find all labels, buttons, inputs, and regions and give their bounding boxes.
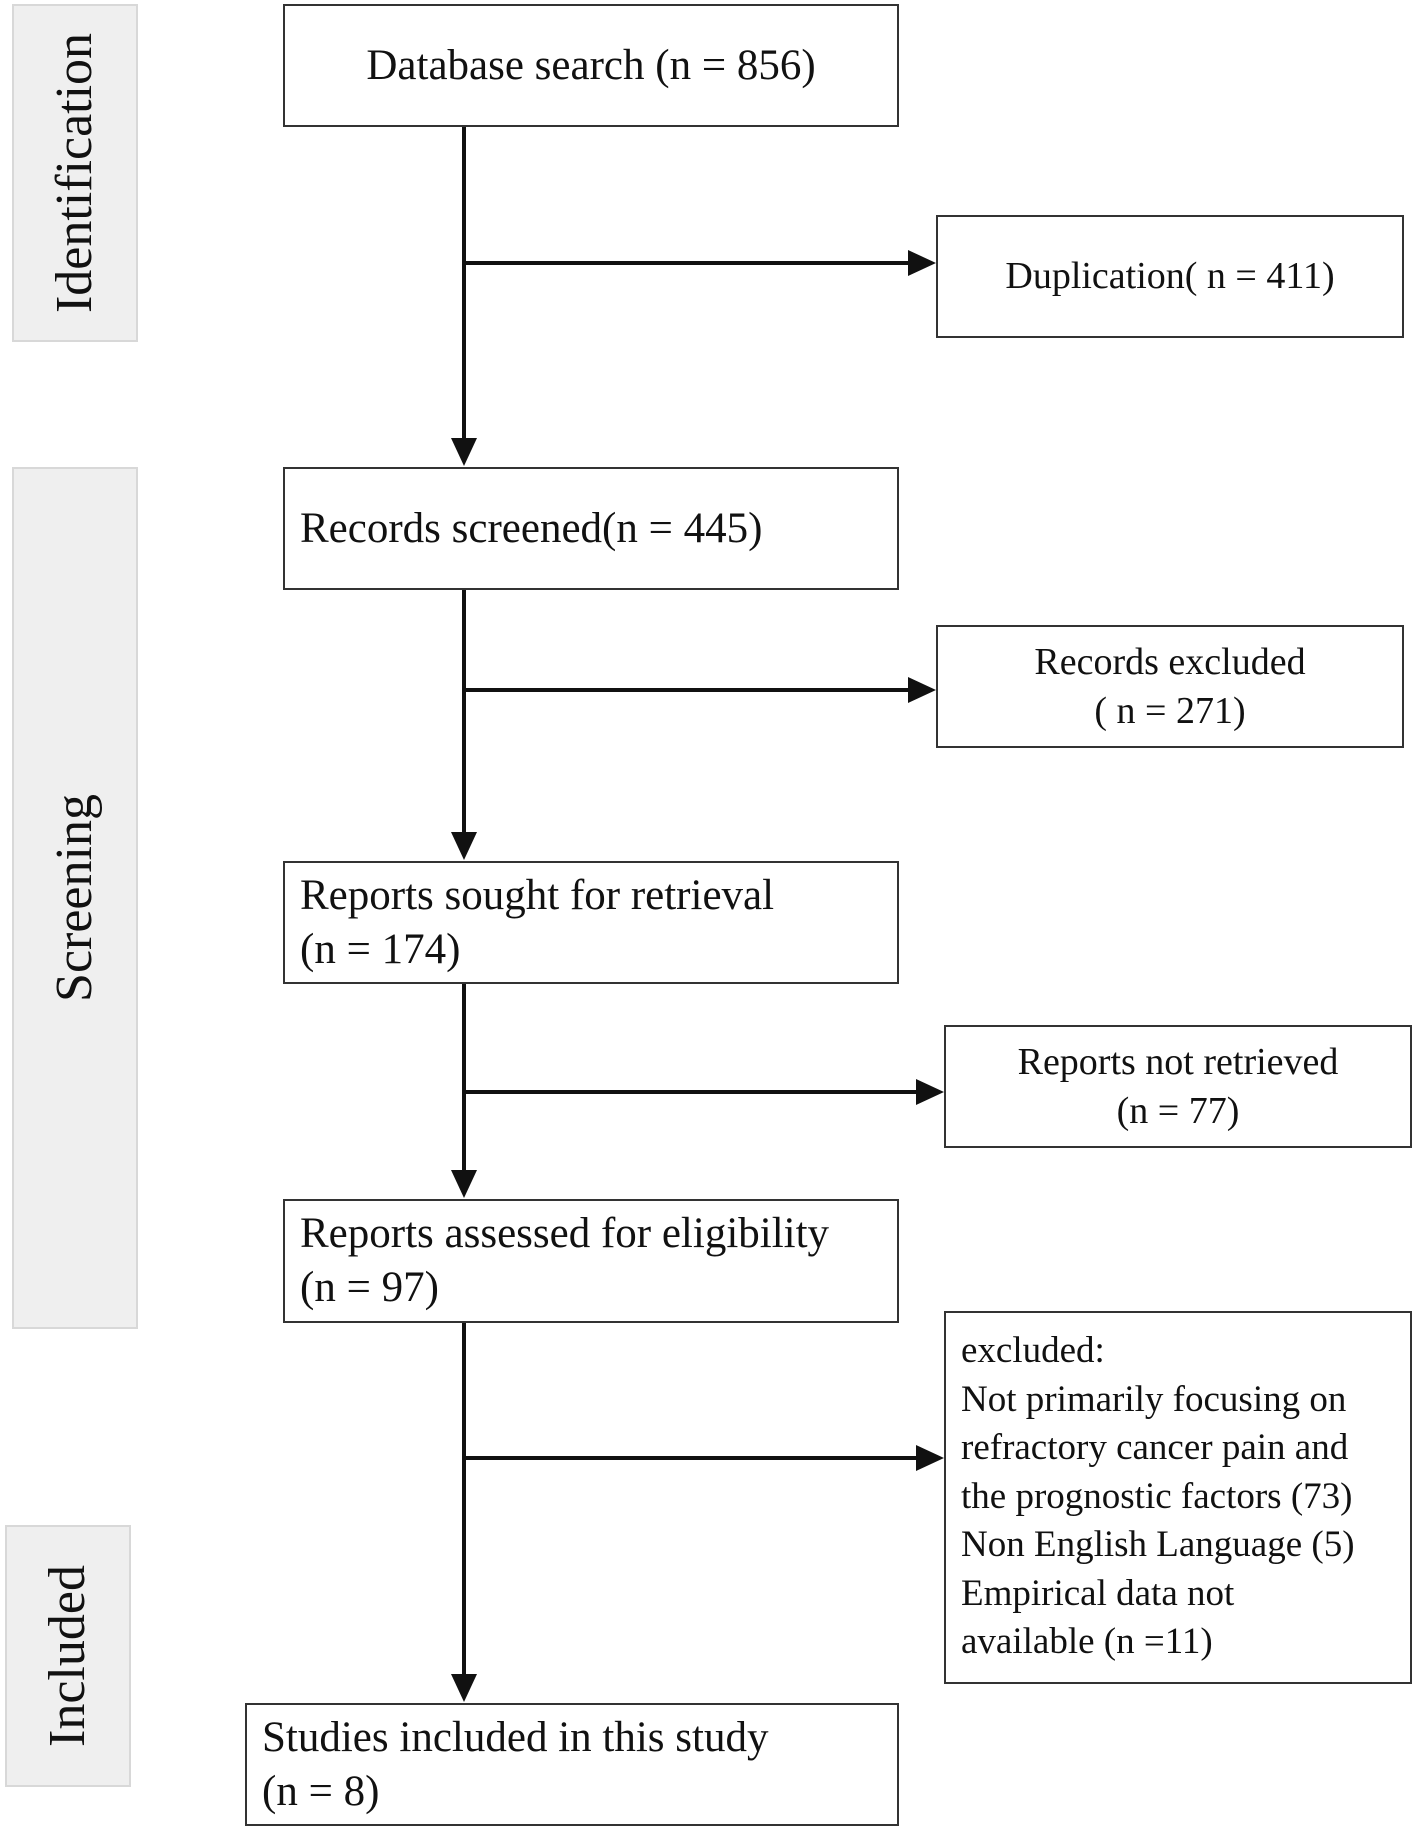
reports-sought-line1: Reports sought for retrieval: [300, 871, 775, 919]
box-reports-not-retrieved: Reports not retrieved (n = 77): [944, 1025, 1412, 1148]
excluded-reason-line: available (n =11): [961, 1621, 1213, 1662]
box-records-screened: Records screened(n = 445): [283, 467, 899, 590]
arrowhead-down-screened: [451, 438, 477, 466]
box-duplication: Duplication( n = 411): [936, 215, 1404, 338]
arrowhead-right-not-retrieved: [916, 1079, 944, 1105]
records-excluded-line1: Records excluded: [1034, 641, 1306, 684]
excluded-reason-line: the prognostic factors (73): [961, 1475, 1353, 1517]
phase-included: Included: [5, 1525, 131, 1787]
studies-included-line1: Studies included in this study: [262, 1713, 769, 1761]
arrowhead-down-sought: [451, 832, 477, 860]
box-reports-sought: Reports sought for retrieval (n = 174): [283, 861, 899, 984]
arrowhead-down-included: [451, 1674, 477, 1702]
phase-screening: Screening: [12, 467, 138, 1329]
reports-assessed-line2: (n = 97): [300, 1264, 439, 1311]
reports-not-retrieved-line2: (n = 77): [1116, 1089, 1240, 1132]
arrowhead-down-assessed: [451, 1170, 477, 1198]
records-screened-text: Records screened(n = 445): [300, 504, 763, 552]
records-excluded-line2: ( n = 271): [1094, 689, 1246, 732]
box-records-excluded: Records excluded ( n = 271): [936, 625, 1404, 748]
arrowhead-right-excluded-reasons: [916, 1445, 944, 1471]
reports-sought-line2: (n = 174): [300, 925, 461, 973]
studies-included-line2: (n = 8): [262, 1767, 380, 1815]
phase-identification: Identification: [12, 4, 138, 342]
box-database-search: Database search (n = 856): [283, 4, 899, 127]
duplication-text: Duplication( n = 411): [1005, 255, 1335, 298]
reports-assessed-line1: Reports assessed for eligibility: [300, 1210, 830, 1258]
excluded-reason-line: Empirical data not: [961, 1572, 1235, 1614]
arrowhead-right-duplication: [908, 250, 936, 276]
box-studies-included: Studies included in this study (n = 8): [245, 1703, 899, 1826]
box-reports-assessed: Reports assessed for eligibility (n = 97…: [283, 1199, 899, 1323]
database-search-text: Database search (n = 856): [366, 41, 816, 89]
box-excluded-reasons: excluded: Not primarily focusing on refr…: [944, 1311, 1412, 1684]
excluded-reason-line: Not primarily focusing on: [961, 1378, 1347, 1420]
excluded-reason-line: Non English Language (5): [961, 1524, 1355, 1565]
excluded-reason-line: excluded:: [961, 1330, 1105, 1371]
reports-not-retrieved-line1: Reports not retrieved: [1017, 1041, 1339, 1084]
excluded-reason-line: refractory cancer pain and: [961, 1427, 1349, 1468]
arrowhead-right-records-excluded: [908, 677, 936, 703]
